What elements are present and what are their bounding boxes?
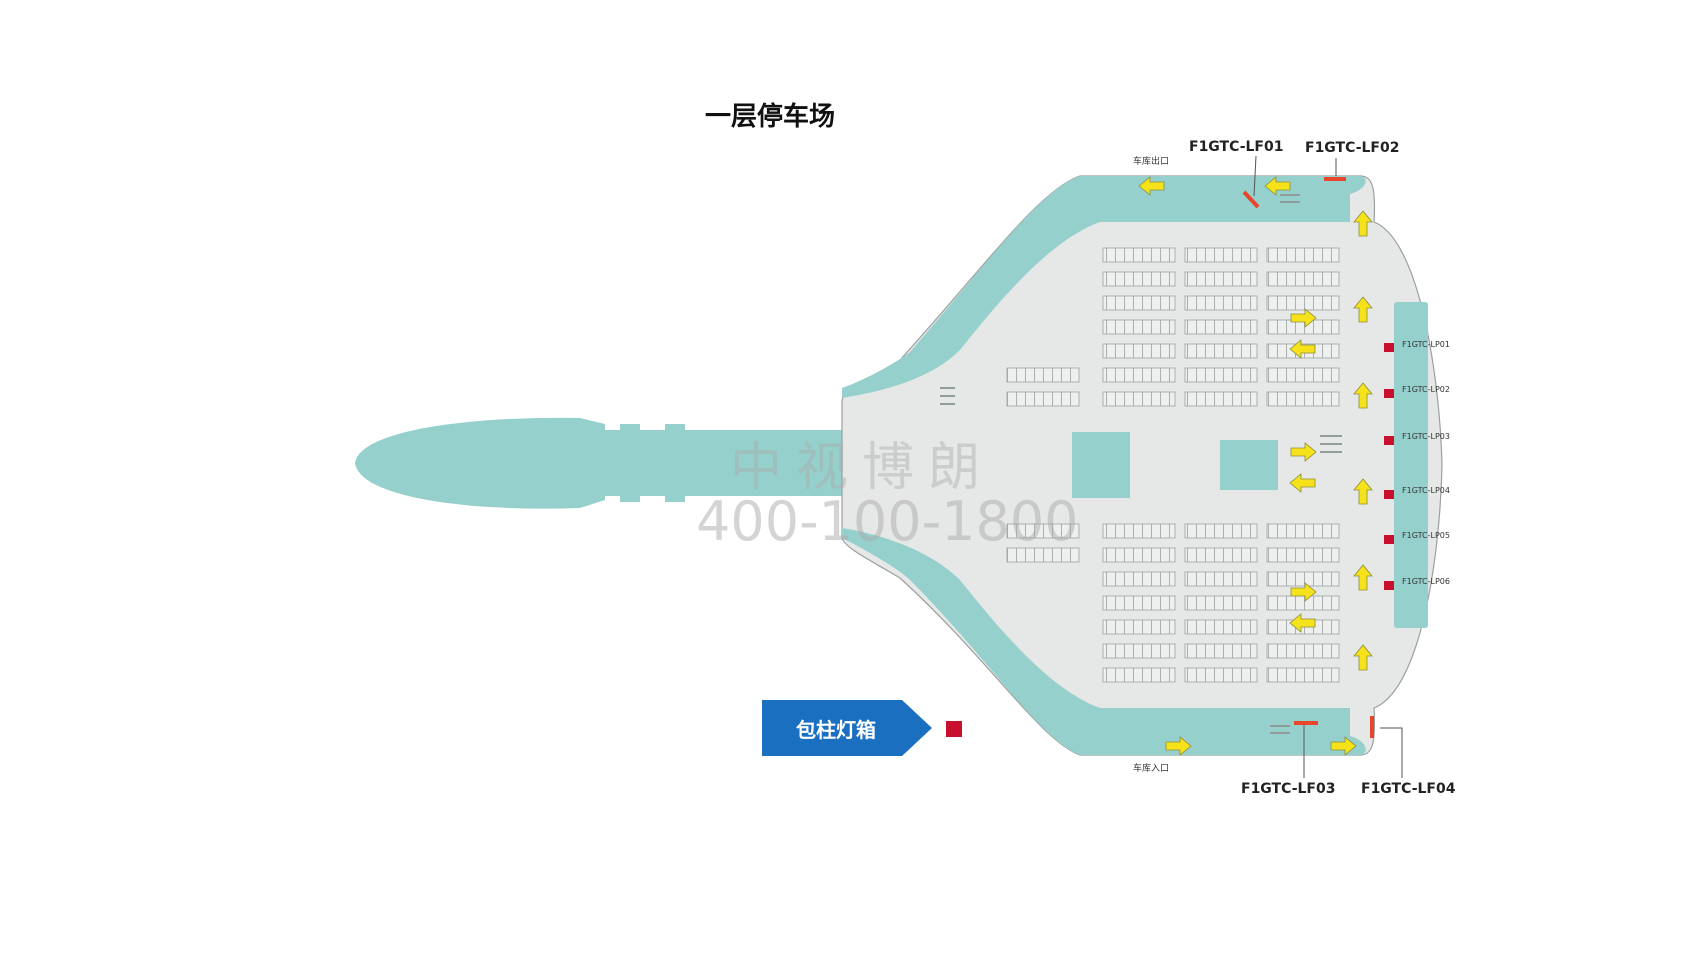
- lp-marker: [1384, 389, 1394, 398]
- lp06-label: F1GTC-LP06: [1402, 577, 1450, 586]
- stall-row: [1184, 643, 1258, 659]
- lp04-label: F1GTC-LP04: [1402, 486, 1450, 495]
- lp02-label: F1GTC-LP02: [1402, 385, 1450, 394]
- lf04-leader: [1380, 727, 1403, 778]
- stall-row: [1266, 667, 1340, 683]
- lf02-label: F1GTC-LF02: [1305, 140, 1400, 156]
- stall-row: [1184, 595, 1258, 611]
- stall-row: [1102, 391, 1176, 407]
- stall-row: [1184, 295, 1258, 311]
- stall-row: [1266, 547, 1340, 563]
- direction-arrow: [1289, 339, 1316, 359]
- lf01-marker: [1242, 190, 1260, 209]
- stall-row: [1102, 343, 1176, 359]
- stall-row: [1184, 571, 1258, 587]
- direction-arrow: [1353, 210, 1373, 237]
- legend-swatch: [946, 721, 962, 737]
- stall-row: [1184, 523, 1258, 539]
- ramp-bottom: [842, 528, 1366, 755]
- lp01-label: F1GTC-LP01: [1402, 340, 1450, 349]
- stall-row: [1006, 367, 1080, 383]
- core-block-right: [1220, 440, 1278, 490]
- stall-row: [1102, 367, 1176, 383]
- stall-row: [1102, 295, 1176, 311]
- stall-row: [1184, 391, 1258, 407]
- lp-marker: [1384, 581, 1394, 590]
- parking-stalls: [1006, 247, 1340, 683]
- direction-arrow: [1138, 176, 1165, 196]
- stall-row: [1102, 247, 1176, 263]
- lf03-label: F1GTC-LF03: [1241, 781, 1336, 797]
- garage-exit-label: 车库出口: [1133, 157, 1170, 167]
- stall-row: [1102, 319, 1176, 335]
- watermark-phone: 400-100-1800: [696, 490, 1079, 553]
- direction-arrow: [1353, 564, 1373, 591]
- stall-row: [1266, 523, 1340, 539]
- stall-row: [1266, 295, 1340, 311]
- stall-row: [1102, 619, 1176, 635]
- stall-row: [1266, 247, 1340, 263]
- stall-row: [1266, 595, 1340, 611]
- garage-entrance-label: 车库入口: [1133, 764, 1170, 774]
- stall-row: [1102, 523, 1176, 539]
- stall-row: [1184, 619, 1258, 635]
- lp-marker: [1384, 535, 1394, 544]
- stall-row: [1184, 319, 1258, 335]
- page-title: 一层停车场: [704, 102, 835, 132]
- lp-marker: [1384, 490, 1394, 499]
- stall-row: [1102, 595, 1176, 611]
- legend-tag-shape: [762, 700, 932, 756]
- lf-markers: [1242, 155, 1403, 778]
- direction-arrow: [1290, 582, 1317, 602]
- stall-row: [1266, 367, 1340, 383]
- stall-row: [1102, 643, 1176, 659]
- stall-row: [1184, 547, 1258, 563]
- direction-arrow: [1353, 296, 1373, 323]
- stall-row: [1102, 547, 1176, 563]
- direction-arrow: [1290, 442, 1317, 462]
- direction-arrow: [1353, 382, 1373, 409]
- right-concourse: [1394, 302, 1428, 628]
- direction-arrow: [1290, 308, 1317, 328]
- lp-marker: [1384, 436, 1394, 445]
- stall-row: [1266, 271, 1340, 287]
- stall-row: [1102, 667, 1176, 683]
- lp-marker: [1384, 343, 1394, 352]
- stall-row: [1266, 571, 1340, 587]
- stall-row: [1006, 523, 1080, 539]
- stall-row: [1266, 391, 1340, 407]
- direction-arrow: [1165, 736, 1192, 756]
- stall-row: [1184, 343, 1258, 359]
- lane-markings: [940, 194, 1342, 734]
- ramp-top: [842, 176, 1366, 398]
- lf04-label: F1GTC-LF04: [1361, 781, 1456, 797]
- lf01-label: F1GTC-LF01: [1189, 139, 1284, 155]
- direction-arrow: [1330, 736, 1357, 756]
- lp-markers: [1384, 343, 1394, 590]
- lp03-label: F1GTC-LP03: [1402, 432, 1450, 441]
- stall-row: [1102, 271, 1176, 287]
- stall-row: [1266, 643, 1340, 659]
- lf01-leader: [1253, 155, 1257, 197]
- stall-row: [1006, 547, 1080, 563]
- lp05-label: F1GTC-LP05: [1402, 531, 1450, 540]
- legend-label: 包柱灯箱: [796, 718, 876, 742]
- stall-row: [1184, 667, 1258, 683]
- watermark-company: 中视博朗: [730, 438, 995, 498]
- direction-arrow: [1353, 644, 1373, 671]
- direction-arrow: [1289, 613, 1316, 633]
- direction-arrow: [1289, 473, 1316, 493]
- stall-row: [1006, 391, 1080, 407]
- stall-row: [1184, 247, 1258, 263]
- left-pier: [355, 417, 845, 509]
- stall-row: [1102, 571, 1176, 587]
- stall-row: [1184, 271, 1258, 287]
- direction-arrow: [1353, 478, 1373, 505]
- traffic-arrows: [1138, 176, 1373, 756]
- core-block-left: [1072, 432, 1130, 498]
- direction-arrow: [1264, 176, 1291, 196]
- stall-row: [1184, 367, 1258, 383]
